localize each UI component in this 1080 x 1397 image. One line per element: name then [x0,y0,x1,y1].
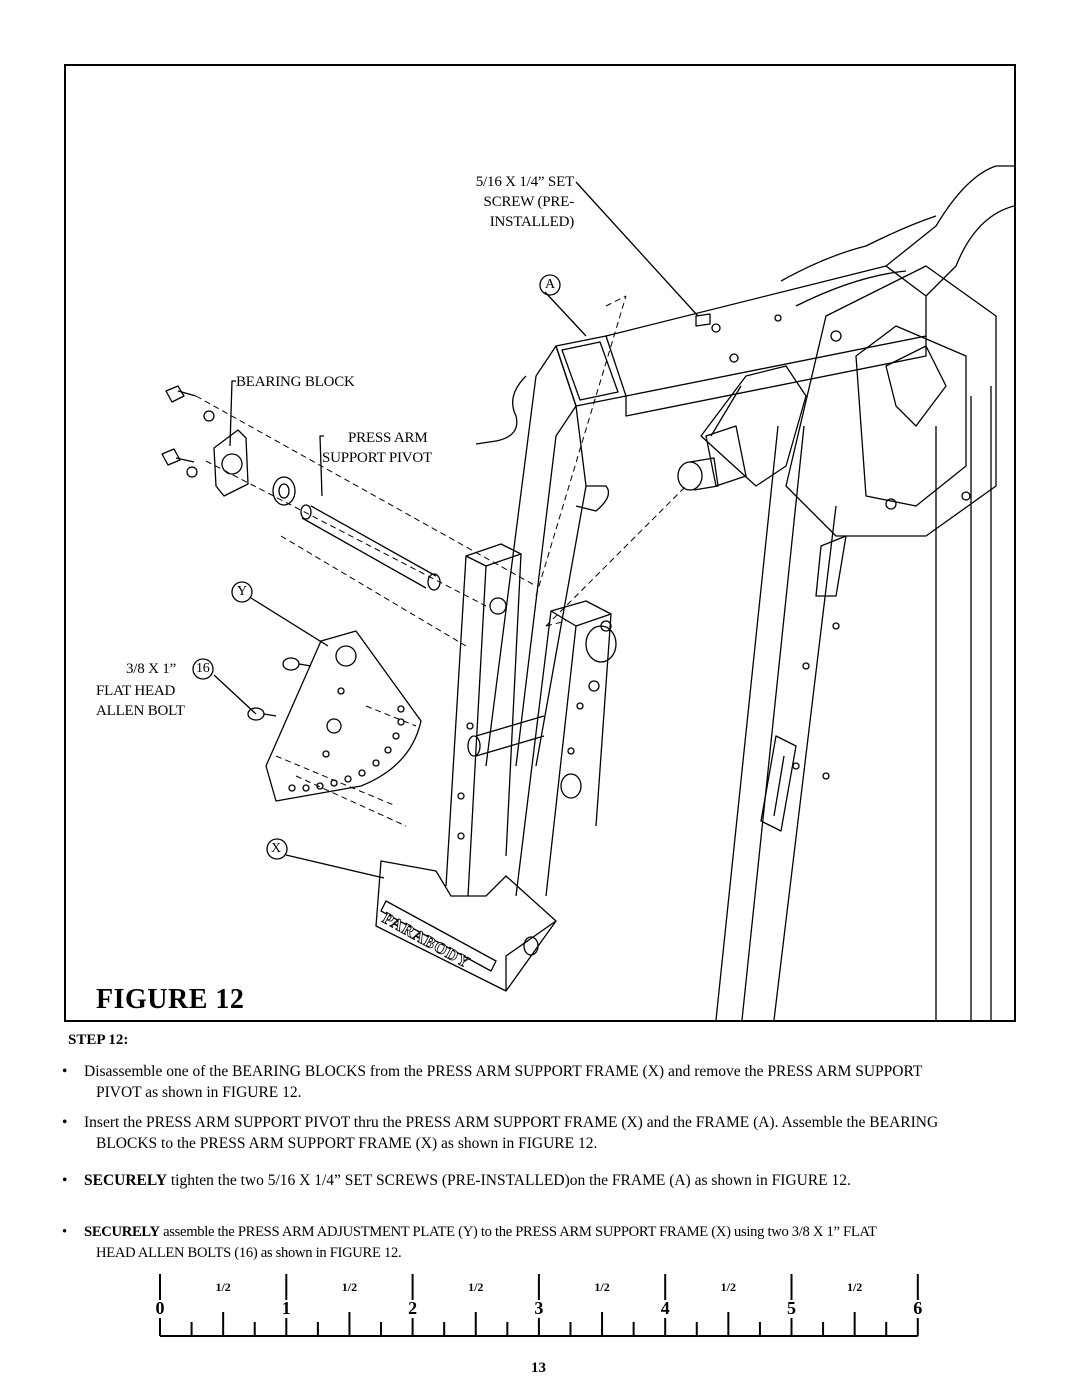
bullet-line-2: PIVOT as shown in FIGURE 12. [96,1084,302,1101]
instruction-bullet-1: • Disassemble one of the BEARING BLOCKS … [62,1061,1022,1103]
assembly-diagram [161,165,1014,1020]
ruler-number: 3 [534,1298,544,1318]
bullet-line-2: BLOCKS to the PRESS ARM SUPPORT FRAME (X… [96,1135,598,1152]
bullet-text: Insert the PRESS ARM SUPPORT PIVOT thru … [84,1112,1022,1154]
ruler-half-label: 1/2 [215,1280,231,1294]
frame-x-letter: X [271,841,281,856]
support-frame-x [445,543,617,897]
instruction-bullet-2: • Insert the PRESS ARM SUPPORT PIVOT thr… [62,1112,1022,1154]
ruler-number: 5 [787,1298,796,1318]
bearing-blocks [161,385,296,506]
bearing-block-label: BEARING BLOCK [236,374,355,390]
step-heading: STEP 12: [68,1032,129,1048]
ruler-half-label: 1/2 [341,1280,358,1294]
support-pivot-rod [300,504,441,591]
leader-lines [213,181,699,879]
bullet-lead: SECURELY [84,1224,160,1240]
page-number: 13 [531,1360,546,1376]
pivot-line-1: PRESS ARM [348,430,428,446]
ruler-number: 0 [155,1298,165,1318]
bullet-line-1: tighten the two 5/16 X 1/4” SET SCREWS (… [167,1172,851,1189]
figure-frame: 5/16 X 1/4” SET SCREW (PRE- INSTALLED) A… [64,64,1016,1022]
bolt-desc-line-1: FLAT HEAD [96,683,176,699]
instruction-bullet-3: • SECURELY tighten the two 5/16 X 1/4” S… [62,1170,1022,1191]
bullet-line-2: HEAD ALLEN BOLTS (16) as shown in FIGURE… [96,1245,402,1261]
vertical-slot [760,535,847,832]
bullet-dot: • [62,1114,68,1131]
measurement-ruler: 0 1/2 1 1/2 2 1/2 3 1/2 4 1/2 5 1/2 6 [150,1270,930,1360]
bullet-lead: SECURELY [84,1172,167,1189]
bolt-desc-label: FLAT HEAD ALLEN BOLT [96,681,185,721]
figure-title: FIGURE 12 [96,984,245,1015]
ruler-number: 4 [660,1298,670,1318]
support-frame-base [375,860,557,992]
top-frame-arm [605,165,1014,417]
ruler-half-label: 1/2 [594,1280,610,1294]
bullet-dot: • [62,1172,68,1189]
bullet-line-1: Insert the PRESS ARM SUPPORT PIVOT thru … [84,1114,939,1131]
adjustment-plate-y [265,630,422,802]
main-frame-uprights [715,386,992,1020]
gusset-plates [700,265,997,537]
callout-circles [192,274,561,860]
ruler-half-label: 1/2 [468,1280,484,1294]
bullet-dot: • [62,1224,67,1240]
pivot-knob [677,425,747,491]
ruler-half-label: 1/2 [720,1280,737,1294]
ruler-number: 1 [281,1298,291,1318]
set-screw-line-2: SCREW (PRE- [483,194,575,210]
ruler-half-label: 1/2 [846,1280,863,1294]
bullet-line-1: assemble the PRESS ARM ADJUSTMENT PLATE … [159,1224,877,1240]
set-screw-line-1: 5/16 X 1/4” SET [475,174,574,190]
bullet-text: SECURELY tighten the two 5/16 X 1/4” SET… [84,1170,1022,1191]
bullet-dot: • [62,1063,68,1080]
bullet-text: SECURELY assemble the PRESS ARM ADJUSTME… [84,1222,1022,1264]
set-screw-label: 5/16 X 1/4” SET SCREW (PRE- INSTALLED) [458,172,574,232]
bullet-text: Disassemble one of the BEARING BLOCKS fr… [84,1061,1022,1103]
bolt-desc-line-2: ALLEN BOLT [96,703,185,719]
set-screw-line-3: INSTALLED) [489,214,574,230]
frame-a-tube [475,335,627,767]
instruction-bullet-4: • SECURELY assemble the PRESS ARM ADJUST… [62,1222,1022,1264]
ruler-number: 2 [408,1298,418,1318]
allen-bolts [247,657,312,721]
bullet-line-1: Disassemble one of the BEARING BLOCKS fr… [84,1063,923,1080]
pivot-line-2: SUPPORT PIVOT [322,450,433,466]
press-arm-pivot-label: PRESS ARM SUPPORT PIVOT [322,428,432,468]
plate-y-letter: Y [237,584,247,599]
frame-a-letter: A [545,277,555,292]
ruler-ticks [159,1274,919,1337]
ruler-number: 6 [913,1298,923,1318]
bolt-size-label: 3/8 X 1” [126,661,177,677]
bolt-number-label: 16 [196,661,210,676]
